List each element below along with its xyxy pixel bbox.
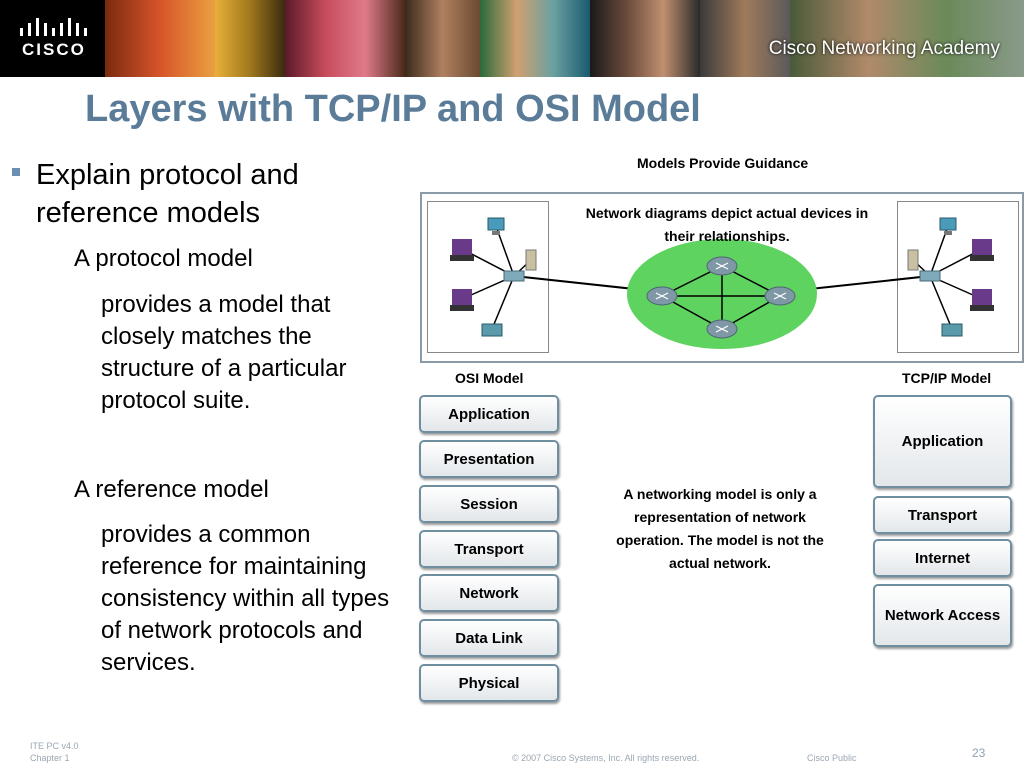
banner-photo — [480, 0, 590, 77]
reference-model-description: provides a common reference for maintain… — [101, 521, 390, 676]
osi-layer-session: Session — [419, 485, 559, 523]
network-caption: Network diagrams depict actual devices i… — [585, 205, 869, 244]
cisco-logo: CISCO — [0, 0, 105, 77]
banner-photo — [790, 0, 1024, 77]
phone-icon — [481, 323, 503, 337]
network-topology — [450, 217, 994, 349]
switch-icon — [503, 270, 525, 282]
cisco-bars-icon — [20, 18, 87, 36]
pc-icon — [487, 217, 505, 235]
banner-photo — [405, 0, 480, 77]
banner-photo — [590, 0, 700, 77]
banner-photo — [105, 0, 215, 77]
reference-model-heading: A reference model — [74, 476, 269, 503]
tcpip-layer-transport: Transport — [873, 496, 1012, 534]
protocol-model-heading: A protocol model — [74, 245, 253, 272]
tcpip-model-title: TCP/IP Model — [902, 370, 992, 386]
footer-classification: Cisco Public — [807, 753, 857, 763]
banner-photo — [215, 0, 285, 77]
pc-icon — [939, 217, 957, 235]
diagram-heading: Models Provide Guidance — [637, 155, 809, 171]
bullet-square-icon — [12, 168, 20, 176]
footer-copyright: © 2007 Cisco Systems, Inc. All rights re… — [512, 753, 700, 763]
osi-layer-data-link: Data Link — [419, 619, 559, 657]
tcpip-layer-internet: Internet — [873, 539, 1012, 577]
model-note: A networking model is only a representat… — [616, 486, 824, 571]
banner-photo — [700, 0, 790, 77]
protocol-model-description: provides a model that closely matches th… — [101, 291, 347, 414]
switch-icon — [919, 270, 941, 282]
osi-model-title: OSI Model — [455, 370, 524, 386]
cisco-wordmark: CISCO — [22, 40, 86, 59]
academy-wordmark: Cisco Networking Academy — [768, 38, 1000, 59]
page-number: 23 — [972, 746, 986, 760]
osi-layer-network: Network — [419, 574, 559, 612]
server-icon — [525, 249, 537, 271]
banner-photo — [285, 0, 405, 77]
tcpip-layer-application: Application — [873, 395, 1012, 488]
footer-chapter: Chapter 1 — [30, 753, 70, 763]
osi-layer-presentation: Presentation — [419, 440, 559, 478]
page-title: Layers with TCP/IP and OSI Model — [85, 88, 701, 130]
network-diagram-box: Network diagrams depict actual devices i… — [420, 192, 1024, 363]
workstation-icon — [450, 239, 474, 311]
workstation-icon — [970, 239, 994, 311]
tcpip-layer-network-access: Network Access — [873, 584, 1012, 647]
osi-layer-physical: Physical — [419, 664, 559, 702]
phone-icon — [941, 323, 963, 337]
osi-layer-transport: Transport — [419, 530, 559, 568]
osi-layer-application: Application — [419, 395, 559, 433]
server-icon — [907, 249, 919, 271]
footer-course: ITE PC v4.0 — [30, 741, 79, 751]
header-banner: CISCO Cisco Networking Academy — [0, 0, 1024, 77]
main-bullet: Explain protocol and reference models — [36, 159, 299, 229]
models-diagram: Models Provide Guidance — [405, 150, 1024, 710]
